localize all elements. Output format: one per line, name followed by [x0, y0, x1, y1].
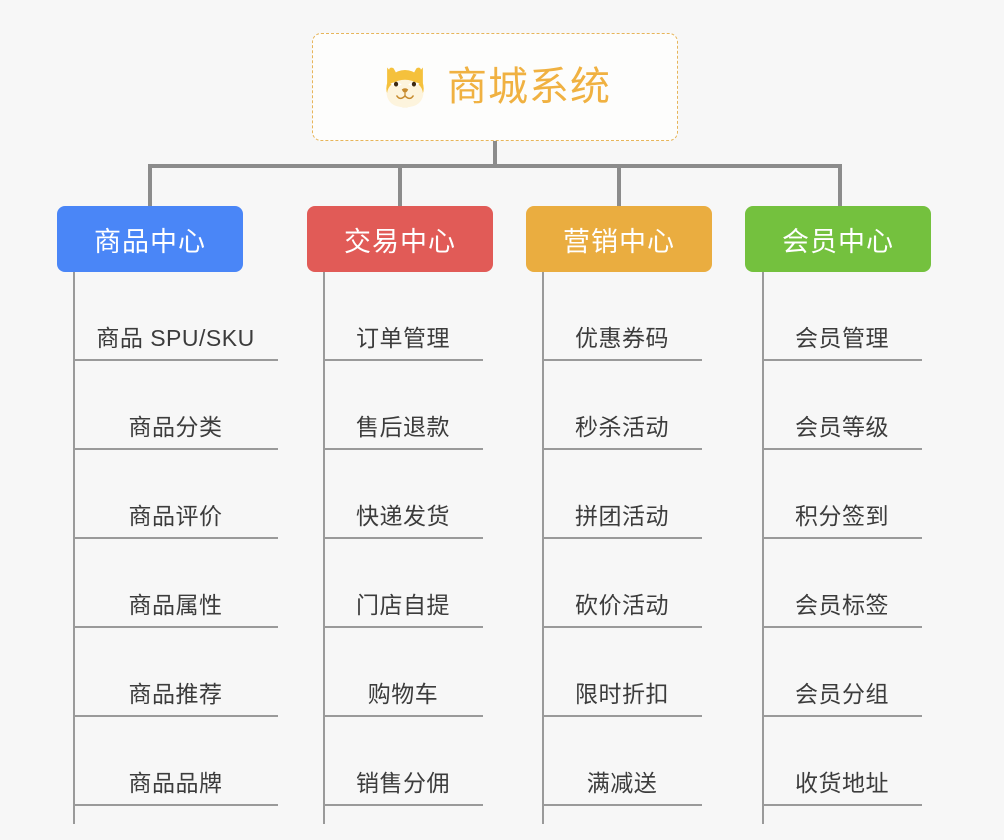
leaf-rail [73, 272, 75, 824]
leaf-item[interactable]: 售后退款 [323, 361, 483, 450]
connector-drop-trade-center [398, 164, 402, 208]
category-box-member-center[interactable]: 会员中心 [745, 206, 931, 272]
leaf-rail [542, 272, 544, 824]
category-box-marketing-center[interactable]: 营销中心 [526, 206, 712, 272]
leaf-label: 会员分组 [795, 681, 889, 707]
leaf-label: 商品评价 [128, 503, 223, 529]
leaf-item[interactable]: 购物车 [323, 628, 483, 717]
leaf-item[interactable]: 商品评价 [73, 450, 278, 539]
leaf-item[interactable]: 秒杀活动 [542, 361, 702, 450]
root-title: 商城系统 [447, 65, 611, 109]
leaf-rail [762, 272, 764, 824]
leaf-label: 会员标签 [795, 592, 889, 618]
leaf-item[interactable]: 商品分类 [73, 361, 278, 450]
leaf-label: 优惠券码 [575, 325, 669, 351]
connector-drop-product-center [148, 164, 152, 208]
leaf-column-member-center: 会员管理 会员等级 积分签到 会员标签 会员分组 收货地址 [762, 272, 922, 824]
leaf-label: 积分签到 [795, 503, 889, 529]
leaf-label: 商品推荐 [128, 681, 223, 707]
shiba-dog-face-icon [386, 67, 424, 108]
category-label: 交易中心 [344, 226, 456, 257]
leaf-item[interactable]: 砍价活动 [542, 539, 702, 628]
leaf-label: 会员等级 [795, 414, 889, 440]
leaf-item[interactable]: 拼团活动 [542, 450, 702, 539]
leaf-label: 购物车 [367, 681, 439, 707]
leaf-label: 快递发货 [356, 503, 450, 529]
leaf-label: 售后退款 [356, 414, 450, 440]
leaf-label: 销售分佣 [356, 770, 450, 796]
leaf-label: 会员管理 [795, 325, 889, 351]
leaf-item[interactable]: 限时折扣 [542, 628, 702, 717]
connector-root-stem [493, 141, 497, 167]
leaf-label: 门店自提 [356, 592, 450, 618]
leaf-label: 限时折扣 [575, 681, 669, 707]
leaf-rail [323, 272, 325, 824]
leaf-label: 砍价活动 [575, 592, 669, 618]
leaf-label: 商品 SPU/SKU [96, 325, 255, 351]
leaf-label: 满减送 [586, 770, 658, 796]
leaf-item[interactable]: 会员标签 [762, 539, 922, 628]
leaf-label: 商品属性 [128, 592, 223, 618]
leaf-item[interactable]: 门店自提 [323, 539, 483, 628]
leaf-column-marketing-center: 优惠券码 秒杀活动 拼团活动 砍价活动 限时折扣 满减送 [542, 272, 702, 824]
leaf-label: 拼团活动 [575, 503, 669, 529]
connector-horizontal-bus [148, 164, 842, 168]
leaf-label: 订单管理 [356, 325, 450, 351]
leaf-item[interactable]: 快递发货 [323, 450, 483, 539]
leaf-label: 收货地址 [795, 770, 889, 796]
category-box-product-center[interactable]: 商品中心 [57, 206, 243, 272]
leaf-column-trade-center: 订单管理 售后退款 快递发货 门店自提 购物车 销售分佣 [323, 272, 483, 824]
leaf-item[interactable]: 满减送 [542, 717, 702, 806]
leaf-item[interactable]: 销售分佣 [323, 717, 483, 806]
leaf-item[interactable]: 商品属性 [73, 539, 278, 628]
leaf-item[interactable]: 会员等级 [762, 361, 922, 450]
leaf-item[interactable]: 商品品牌 [73, 717, 278, 806]
leaf-item[interactable]: 收货地址 [762, 717, 922, 806]
leaf-label: 商品品牌 [128, 770, 223, 796]
connector-drop-marketing-center [617, 164, 621, 208]
leaf-item[interactable]: 积分签到 [762, 450, 922, 539]
leaf-item[interactable]: 订单管理 [323, 272, 483, 361]
root-node-商城系统[interactable]: 商城系统 [312, 33, 678, 141]
leaf-item[interactable]: 优惠券码 [542, 272, 702, 361]
leaf-item[interactable]: 商品 SPU/SKU [73, 272, 278, 361]
category-label: 会员中心 [782, 226, 894, 257]
leaf-label: 商品分类 [128, 414, 223, 440]
leaf-item[interactable]: 会员管理 [762, 272, 922, 361]
category-label: 营销中心 [563, 226, 675, 257]
category-box-trade-center[interactable]: 交易中心 [307, 206, 493, 272]
leaf-item[interactable]: 商品推荐 [73, 628, 278, 717]
leaf-column-product-center: 商品 SPU/SKU 商品分类 商品评价 商品属性 商品推荐 商品品牌 [73, 272, 278, 824]
connector-drop-member-center [838, 164, 842, 208]
category-label: 商品中心 [94, 226, 206, 257]
leaf-item[interactable]: 会员分组 [762, 628, 922, 717]
leaf-label: 秒杀活动 [575, 414, 669, 440]
